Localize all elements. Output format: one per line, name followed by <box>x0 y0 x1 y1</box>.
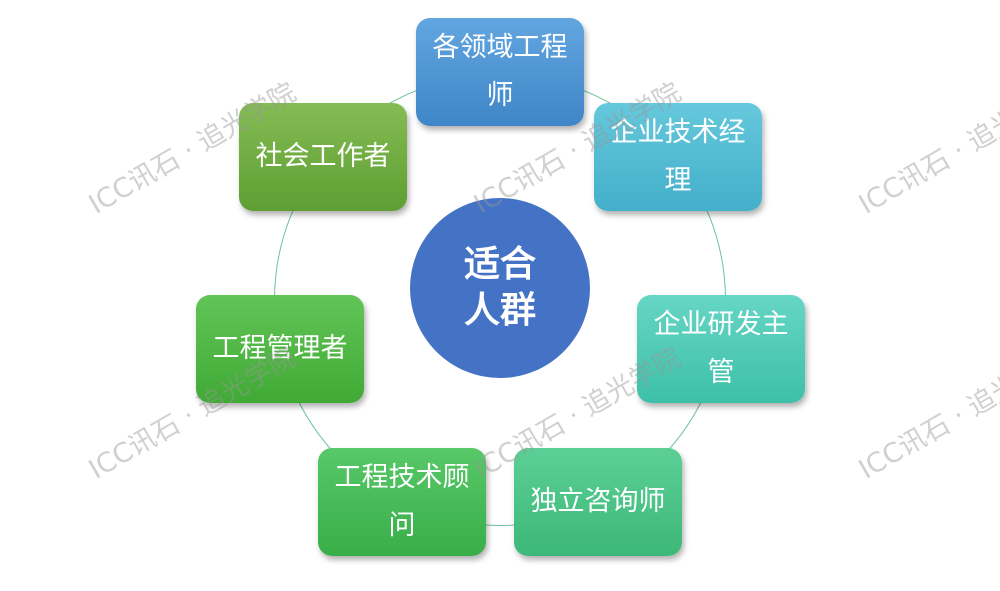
node-consultants: 独立咨询师 <box>514 448 682 556</box>
center-circle: 适合 人群 <box>410 198 590 378</box>
node-label: 社会工作者 <box>255 141 391 172</box>
node-eng-managers: 工程管理者 <box>196 295 364 403</box>
node-tech-advisors: 工程技术顾问 <box>318 448 486 556</box>
watermark: ICC讯石 · 追光学院 <box>853 76 1000 221</box>
node-tech-managers: 企业技术经理 <box>594 103 762 211</box>
node-social-workers: 社会工作者 <box>239 103 407 211</box>
center-title-line1: 适合 <box>463 244 536 285</box>
node-engineers: 各领域工程师 <box>416 18 584 126</box>
node-label: 企业研发主管 <box>653 309 789 388</box>
node-label: 独立咨询师 <box>530 486 666 517</box>
node-label: 工程管理者 <box>212 333 348 364</box>
node-label: 企业技术经理 <box>610 117 746 196</box>
center-title-line2: 人群 <box>463 290 536 331</box>
node-label: 工程技术顾问 <box>334 462 470 541</box>
watermark: ICC讯石 · 追光学院 <box>853 341 1000 486</box>
node-rd-supervisors: 企业研发主管 <box>637 295 805 403</box>
node-label: 各领域工程师 <box>432 32 568 111</box>
